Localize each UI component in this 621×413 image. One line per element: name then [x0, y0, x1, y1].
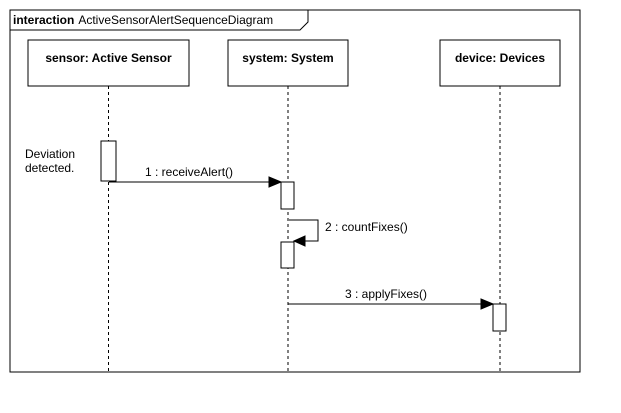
- frame-title-tab: [9, 9, 309, 31]
- message-3-arrowhead: [480, 298, 495, 310]
- activation-device: [492, 303, 507, 332]
- message-1-arrowhead: [268, 176, 283, 188]
- frame-title: interaction ActiveSensorAlertSequenceDiag…: [13, 13, 273, 27]
- activation-sensor: [100, 140, 117, 182]
- activation-system-2: [280, 241, 295, 269]
- lifeline-label-system: system: System: [242, 51, 333, 65]
- frame-keyword: interaction: [13, 13, 74, 27]
- message-1-label: 1 : receiveAlert(): [145, 165, 233, 179]
- message-2-line: [289, 219, 319, 242]
- lifeline-box-system: [227, 39, 349, 87]
- message-2-label: 2 : countFixes(): [325, 220, 408, 234]
- message-3-label: 3 : applyFixes(): [345, 287, 427, 301]
- note-line-1: Deviation: [25, 147, 75, 161]
- lifeline-box-device: [439, 39, 561, 87]
- message-2-arrowhead: [292, 235, 306, 247]
- frame-name: ActiveSensorAlertSequenceDiagram: [78, 13, 273, 27]
- lifeline-label-device: device: Devices: [455, 51, 545, 65]
- lifeline-label-sensor: sensor: Active Sensor: [45, 51, 172, 65]
- note-line-2: detected.: [25, 161, 74, 175]
- activation-system-1: [280, 181, 295, 210]
